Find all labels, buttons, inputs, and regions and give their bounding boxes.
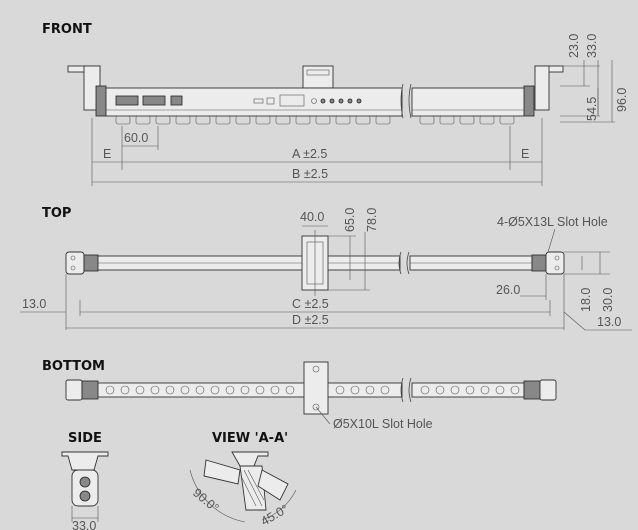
leader-line [315,406,331,425]
aa-hatching [241,469,265,507]
center-clamp [302,65,334,89]
view-aa-title: VIEW 'A-A' [212,431,288,446]
aa-rotated-left [203,459,241,485]
front-view-drawing: 23.0 33.0 54.5 96.0 60.0 E A ±2.5 E B ±2… [67,34,629,186]
slot-hole [554,255,560,261]
arc-90 [189,469,246,523]
bottom-left-cap [81,380,99,400]
top-view-drawing: 40.0 65.0 78.0 4-Ø5X13L Slot Hole 26.0 1… [20,208,632,331]
leader-line [547,228,556,253]
dim-54-5: 54.5 [585,97,599,121]
port-3 [170,95,183,106]
bottom-right-cap [523,380,541,400]
right-end-cap [523,85,535,117]
dim-b: B ±2.5 [292,167,328,181]
dim-23: 23.0 [567,34,581,58]
dim-30: 30.0 [601,288,615,312]
led-6 [356,98,362,104]
clamp-slot-bottom [312,403,320,411]
led-5 [347,98,353,104]
bar-body-right [411,87,525,117]
bottom-right-bracket [539,379,557,401]
dim-96: 96.0 [615,88,629,112]
bottom-bar-left [97,382,403,398]
dim-a: A ±2.5 [292,147,327,161]
slot-hole-note-top: 4-Ø5X13L Slot Hole [497,215,608,229]
bottom-view-title: BOTTOM [42,359,105,374]
side-body [71,469,99,507]
dim-18: 18.0 [579,288,593,312]
dim-78: 78.0 [365,208,379,232]
bottom-left-bracket [65,379,83,401]
top-left-cap [83,254,99,272]
leader-13-right [563,311,586,331]
port-1 [115,95,139,106]
dim-e-right: E [521,147,529,161]
front-view-title: FRONT [42,22,92,37]
dim-d: D ±2.5 [292,313,329,327]
bottom-emitters [105,385,520,395]
indicator-slot [253,98,264,104]
view-aa-drawing: 90.0° 45.0° [189,451,297,529]
aa-bracket [231,451,269,467]
led-3 [329,98,335,104]
dim-65: 65.0 [343,208,357,232]
display-window [279,94,305,107]
dim-33: 33.0 [585,34,599,58]
side-view-drawing: 33.0 [61,451,109,530]
break-mark [400,377,412,403]
bottom-view-drawing: Ø5X10L Slot Hole [65,361,557,431]
dim-13-left: 13.0 [22,297,46,311]
dim-60: 60.0 [124,131,148,145]
dim-26: 26.0 [496,283,520,297]
slot-hole [70,265,76,271]
dim-e-left: E [103,147,111,161]
top-right-bracket [545,251,565,275]
side-view-title: SIDE [68,431,102,446]
side-emitter [79,476,91,488]
clamp-slot-top [312,365,320,373]
dim-c: C ±2.5 [292,297,329,311]
dim-13-right: 13.0 [597,315,621,329]
break-mark [398,251,410,275]
dim-side-33: 33.0 [72,519,96,530]
dim-40: 40.0 [300,210,324,224]
angle-90: 90.0° [190,486,221,516]
led-4 [338,98,344,104]
right-bracket-plate [534,65,550,111]
led-1 [311,98,317,104]
front-nozzles [115,115,515,125]
led-2 [320,98,326,104]
side-bracket [61,451,109,471]
top-view-title: TOP [42,206,71,221]
top-right-cap [531,254,547,272]
left-end-cap [95,85,107,117]
aa-rotated-right [257,469,289,501]
port-2 [142,95,166,106]
top-left-bracket [65,251,85,275]
slot-hole-note-bottom: Ø5X10L Slot Hole [333,417,433,431]
indicator-square [266,97,275,105]
slot-hole [70,255,76,261]
bottom-center-clamp [303,361,329,415]
side-emitter [79,490,91,502]
slot-hole [554,265,560,271]
break-mark [400,83,412,119]
center-clamp-detail [306,69,330,76]
arc-45 [261,489,297,521]
